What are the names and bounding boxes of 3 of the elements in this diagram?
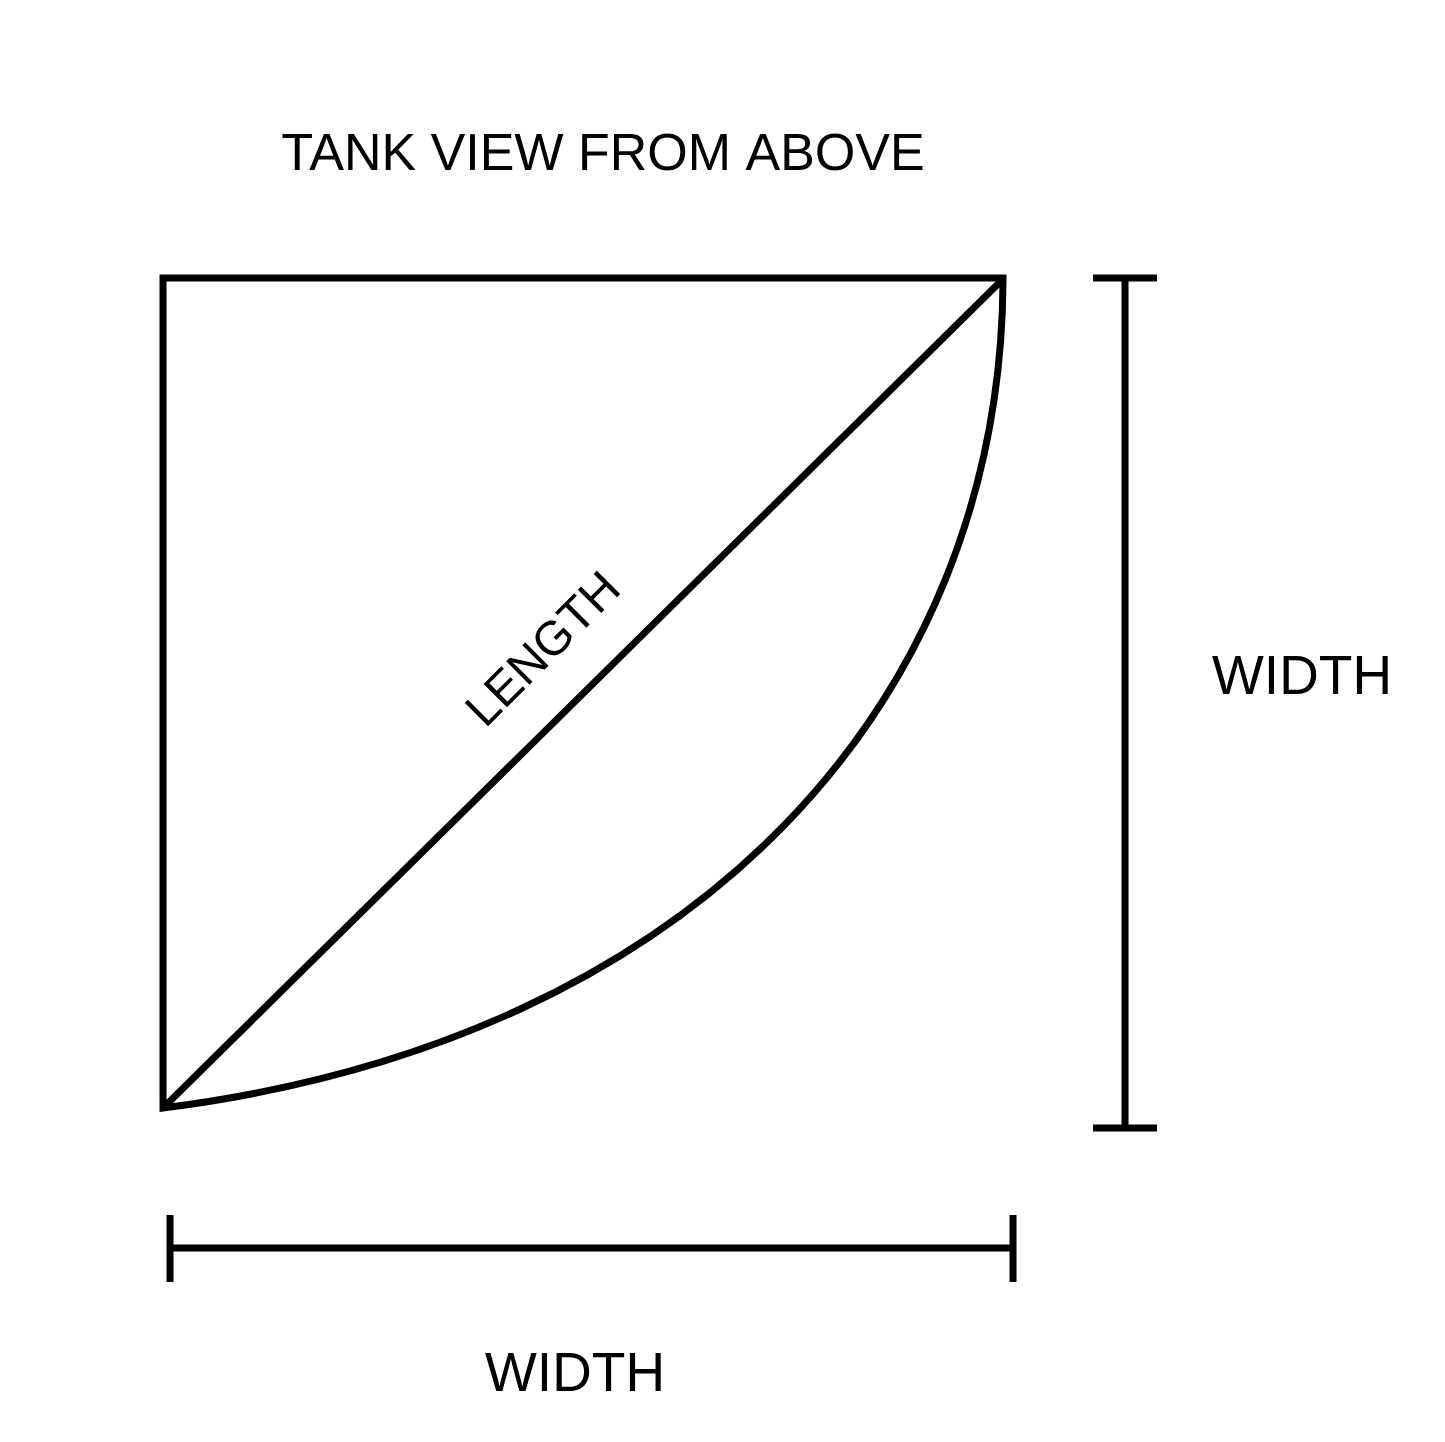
- dimension-label: WIDTH: [1212, 656, 1388, 694]
- dimension-label: WIDTH: [485, 1353, 661, 1391]
- title: TANK VIEW FROM ABOVE: [282, 133, 923, 171]
